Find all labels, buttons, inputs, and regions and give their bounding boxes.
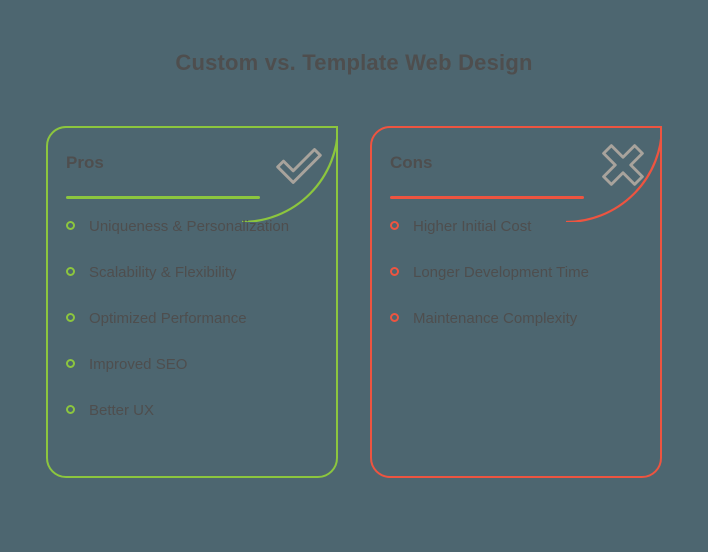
list-item: Uniqueness & Personalization [66,215,318,239]
bullet-ring-icon [66,221,75,230]
cons-card-content: Cons Higher Initial Cost Longer Developm… [390,152,642,353]
list-item-label: Uniqueness & Personalization [89,218,290,235]
pros-list: Uniqueness & Personalization Scalability… [66,215,318,423]
cons-heading: Cons [390,153,433,172]
bullet-ring-icon [390,221,399,230]
list-item-label: Optimized Performance [89,310,247,327]
bullet-ring-icon [66,267,75,276]
list-item: Optimized Performance [66,307,318,331]
list-item: Better UX [66,399,318,423]
list-item: Maintenance Complexity [390,307,642,331]
list-item-label: Higher Initial Cost [413,218,532,235]
cons-list: Higher Initial Cost Longer Development T… [390,215,642,331]
pros-heading: Pros [66,153,104,172]
pros-divider [66,196,260,199]
list-item-label: Scalability & Flexibility [89,264,237,281]
page-title: Custom vs. Template Web Design [175,50,533,75]
cons-card: Cons Higher Initial Cost Longer Developm… [370,126,662,478]
pros-card-content: Pros Uniqueness & Personalization Scalab… [66,152,318,445]
bullet-ring-icon [390,267,399,276]
list-item: Improved SEO [66,353,318,377]
list-item-label: Maintenance Complexity [413,310,578,327]
list-item-label: Better UX [89,402,155,419]
cons-divider [390,196,584,199]
list-item-label: Improved SEO [89,356,188,373]
list-item-label: Longer Development Time [413,264,589,281]
list-item: Longer Development Time [390,261,642,285]
bullet-ring-icon [66,313,75,322]
list-item: Scalability & Flexibility [66,261,318,285]
bullet-ring-icon [390,313,399,322]
bullet-ring-icon [66,359,75,368]
bullet-ring-icon [66,405,75,414]
list-item: Higher Initial Cost [390,215,642,239]
pros-card: Pros Uniqueness & Personalization Scalab… [46,126,338,478]
